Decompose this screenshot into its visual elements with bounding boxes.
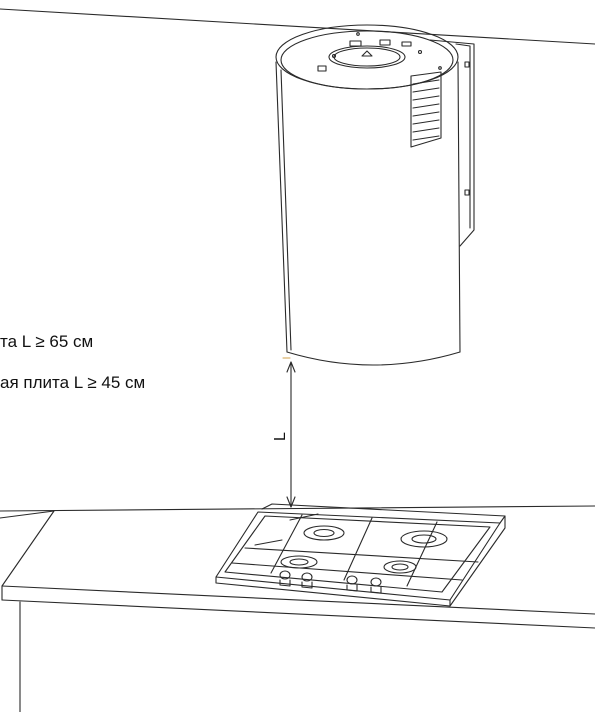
- gas-hob: [215, 503, 506, 607]
- wall-bracket: [429, 39, 475, 247]
- dimension-line: [282, 357, 296, 508]
- counter-top: [0, 505, 595, 712]
- dimension-label: L: [272, 432, 289, 441]
- wall-top-line: [0, 8, 595, 45]
- hood-body: [275, 24, 461, 366]
- requirement-electric: та L ≥ 65 см: [0, 332, 94, 351]
- requirement-gas: ая плита L ≥ 45 см: [0, 373, 146, 392]
